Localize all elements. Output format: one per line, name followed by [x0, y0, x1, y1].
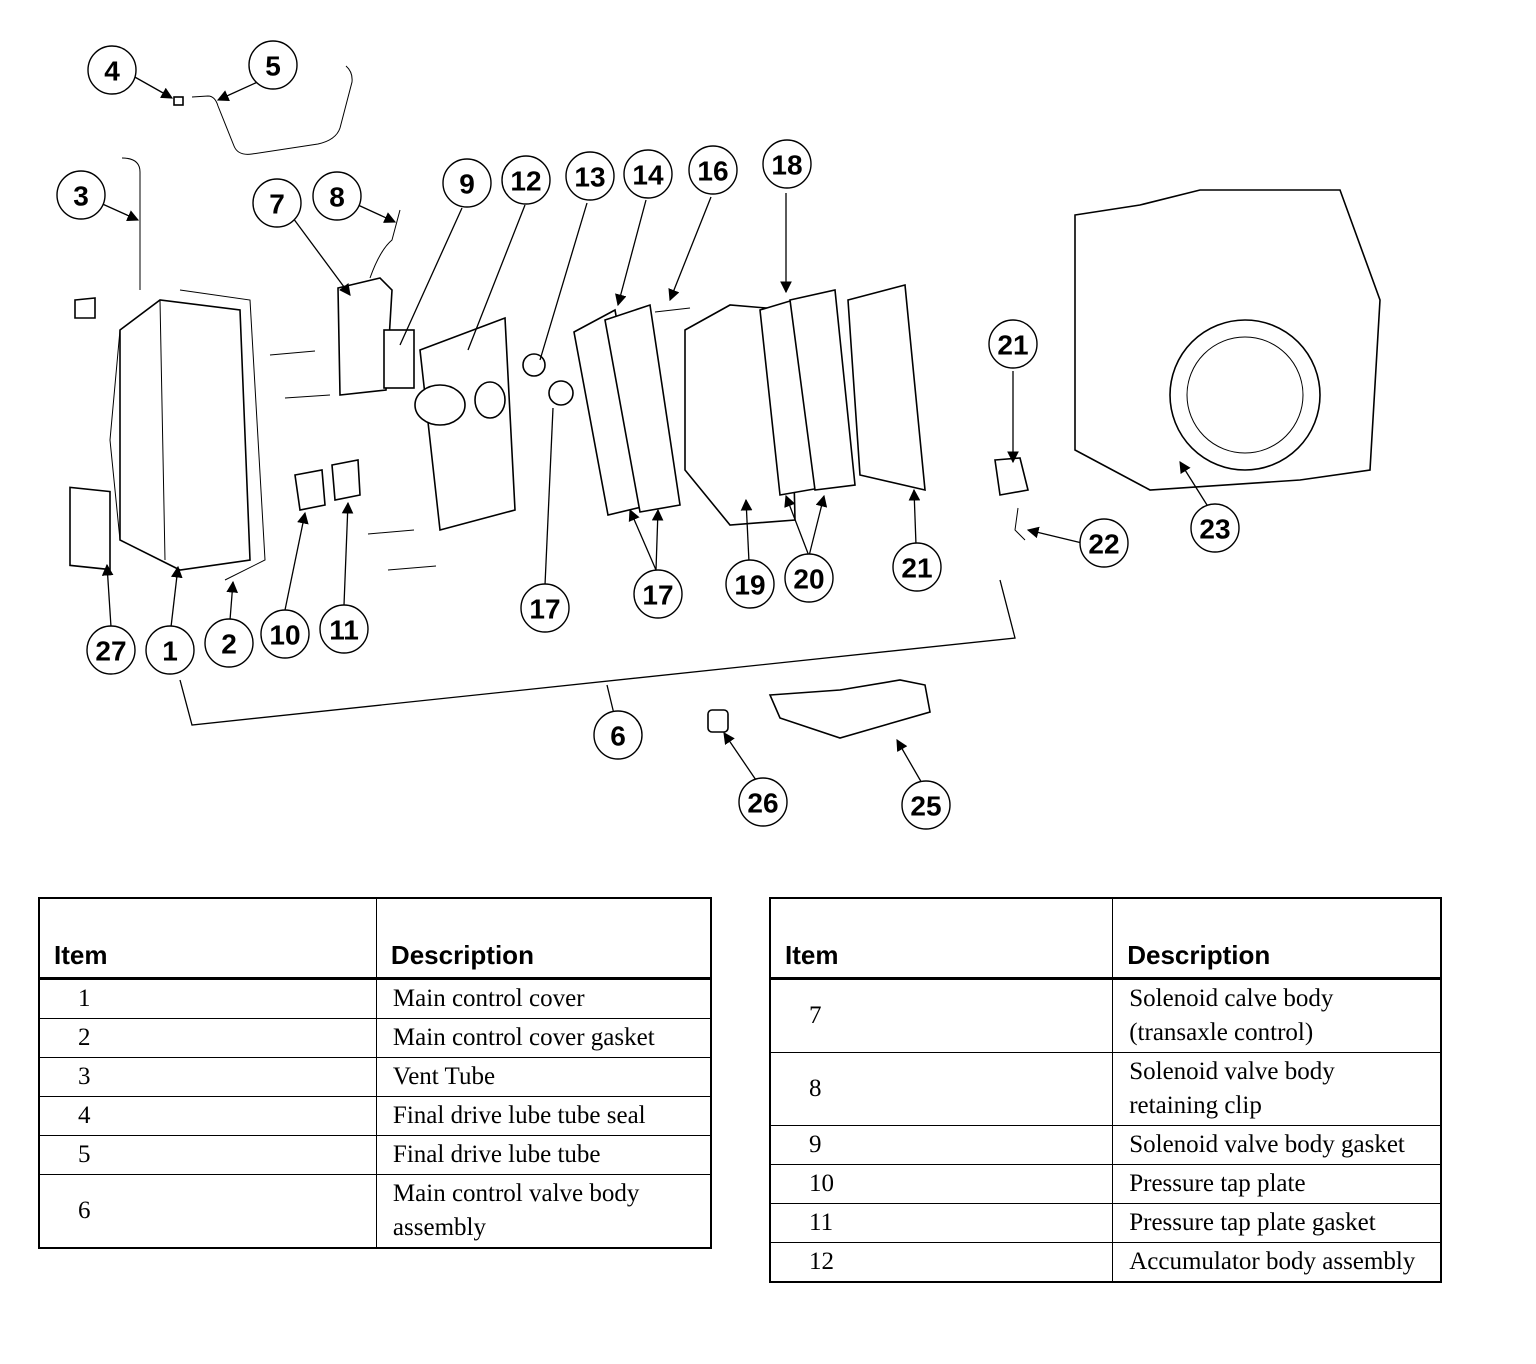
callout-26: 26 — [738, 777, 788, 827]
svg-text:20: 20 — [793, 564, 824, 595]
column-header-item: Item — [39, 898, 377, 980]
callout-19: 20 — [784, 553, 834, 603]
callout-22: 21 — [988, 319, 1038, 369]
svg-text:21: 21 — [997, 330, 1028, 361]
callout-8: 8 — [312, 171, 362, 221]
svg-text:7: 7 — [269, 189, 285, 220]
callout-11: 11 — [319, 604, 369, 654]
callout-5: 5 — [248, 40, 298, 90]
callout-24: 23 — [1190, 503, 1240, 553]
svg-text:22: 22 — [1088, 529, 1119, 560]
solenoid-gasket — [383, 329, 415, 389]
callout-25: 25 — [901, 780, 951, 830]
solenoid-valve-body — [337, 209, 401, 396]
svg-text:12: 12 — [510, 166, 541, 197]
accumulator-body — [414, 316, 516, 532]
svg-text:16: 16 — [697, 156, 728, 187]
callout-17-bottom: 17 — [633, 569, 683, 619]
bracket-23 — [1014, 507, 1026, 541]
plug-13 — [522, 353, 546, 377]
callout-17-top: 16 — [688, 145, 738, 195]
svg-text:2: 2 — [221, 629, 237, 660]
svg-text:19: 19 — [734, 570, 765, 601]
callout-21: 21 — [892, 542, 942, 592]
column-header-description: Description — [1112, 898, 1442, 980]
callout-27: 27 — [86, 625, 136, 675]
svg-text:18: 18 — [771, 150, 802, 181]
leader-lines — [97, 75, 1208, 786]
oil-filter-25 — [768, 679, 931, 739]
callout-2: 2 — [204, 618, 254, 668]
callout-16: 14 — [623, 149, 673, 199]
main-control-cover — [109, 289, 266, 581]
callout-9: 9 — [442, 158, 492, 208]
callout-6: 6 — [593, 710, 643, 760]
filter-element — [69, 486, 111, 571]
svg-text:6: 6 — [610, 721, 626, 752]
svg-text:23: 23 — [1199, 514, 1230, 545]
pressure-tap-gasket — [331, 459, 361, 501]
callout-10: 10 — [260, 609, 310, 659]
column-header-item: Item — [770, 898, 1114, 980]
lube-tube — [173, 65, 353, 155]
callout-20: 18 — [762, 139, 812, 189]
plug-26 — [707, 709, 729, 733]
svg-text:10: 10 — [269, 620, 300, 651]
svg-text:25: 25 — [910, 791, 941, 822]
callout-4: 4 — [87, 45, 137, 95]
svg-text:17: 17 — [642, 580, 673, 611]
exploded-parts-diagram: 4 5 3 7 8 9 12 13 14 16 18 21 22 23 27 1… — [56, 40, 1381, 830]
svg-text:21: 21 — [901, 553, 932, 584]
svg-text:9: 9 — [459, 169, 475, 200]
pressure-tap-plate — [294, 469, 326, 511]
assembly-bracket-6 — [179, 579, 1016, 726]
svg-text:1: 1 — [162, 636, 178, 667]
column-header-description: Description — [376, 898, 712, 980]
callout-13: 13 — [565, 151, 615, 201]
callout-14: 17 — [520, 583, 570, 633]
callout-12: 12 — [501, 155, 551, 205]
svg-text:27: 27 — [95, 636, 126, 667]
svg-text:4: 4 — [104, 56, 120, 87]
o-ring-14 — [548, 380, 574, 406]
plate-gasket — [604, 303, 681, 513]
callout-3: 3 — [56, 170, 106, 220]
svg-text:17: 17 — [529, 594, 560, 625]
svg-text:5: 5 — [265, 51, 281, 82]
spacer-plate-b — [789, 289, 856, 491]
callout-7: 7 — [252, 178, 302, 228]
svg-text:8: 8 — [329, 182, 345, 213]
callout-23: 22 — [1079, 518, 1129, 568]
svg-text:3: 3 — [73, 181, 89, 212]
callout-18: 19 — [725, 559, 775, 609]
clip-22 — [994, 457, 1029, 496]
upper-valve-body — [847, 283, 926, 492]
vent-tube — [121, 157, 141, 290]
transaxle-case — [1074, 189, 1381, 491]
bolts — [74, 297, 691, 571]
svg-text:26: 26 — [747, 788, 778, 819]
svg-text:13: 13 — [574, 162, 605, 193]
svg-text:14: 14 — [632, 160, 664, 191]
callout-1: 1 — [145, 625, 195, 675]
svg-text:11: 11 — [329, 615, 359, 646]
